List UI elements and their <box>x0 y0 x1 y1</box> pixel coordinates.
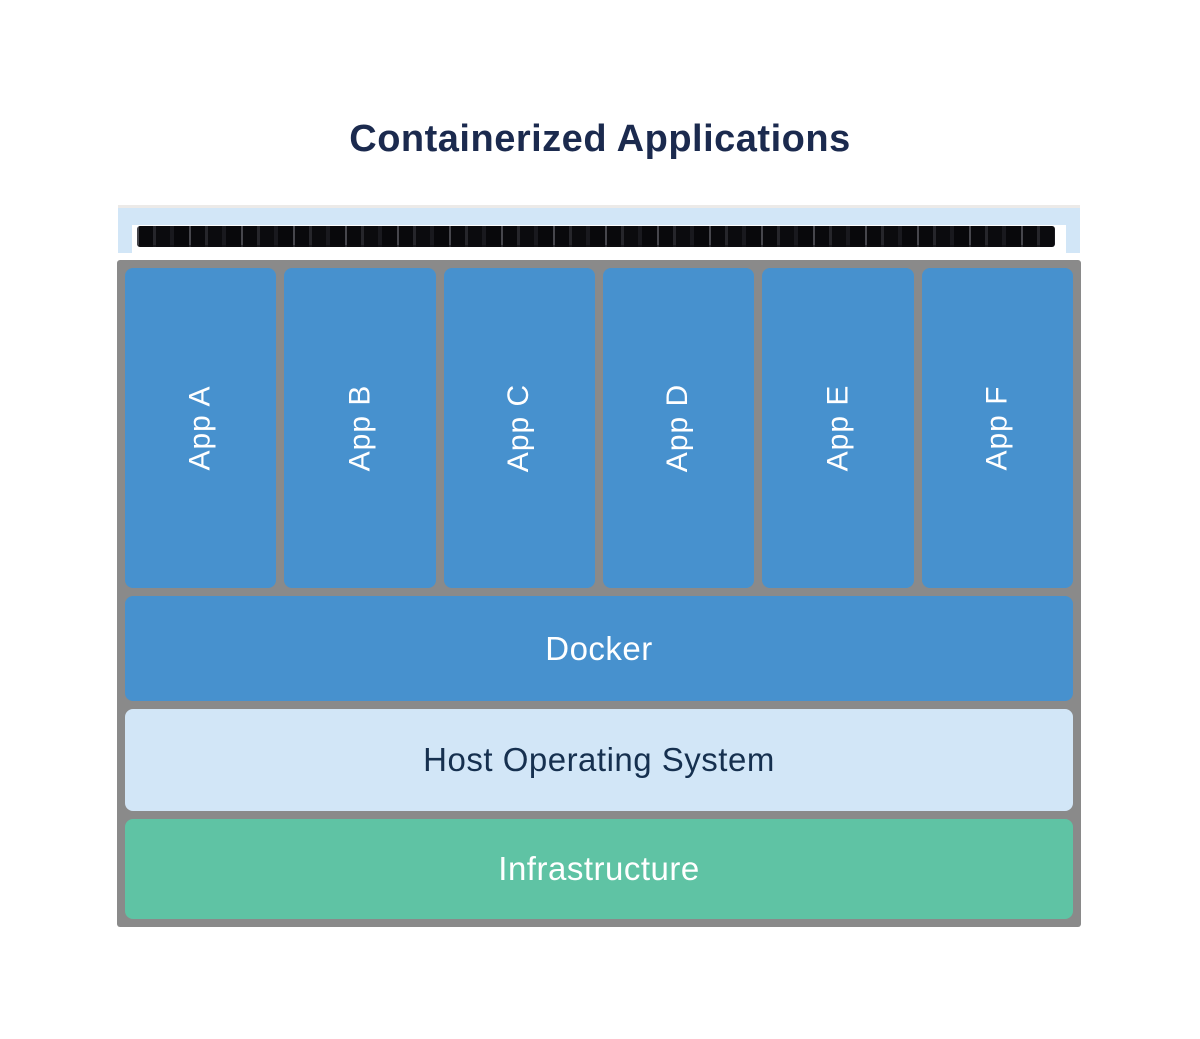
app-label-e: App E <box>820 384 854 472</box>
infrastructure-layer: Infrastructure <box>125 819 1073 919</box>
app-box-b: App B <box>284 268 436 588</box>
app-box-e: App E <box>762 268 914 588</box>
app-label-a: App A <box>183 385 217 471</box>
app-box-c: App C <box>443 268 595 588</box>
app-box-d: App D <box>602 268 755 588</box>
app-label-b: App B <box>342 384 376 472</box>
garbled-text-strip <box>137 226 1055 247</box>
architecture-stack: App A App B App C App D App E App F Dock… <box>117 260 1081 927</box>
app-label-d: App D <box>661 383 695 473</box>
app-box-a: App A <box>125 268 277 588</box>
containerized-apps-bracket <box>118 208 1080 253</box>
docker-layer: Docker <box>125 596 1073 701</box>
app-label-f: App F <box>980 385 1014 471</box>
page-title: Containerized Applications <box>349 118 851 160</box>
app-label-c: App C <box>502 383 536 473</box>
apps-row: App A App B App C App D App E App F <box>125 268 1073 588</box>
app-box-f: App F <box>921 268 1073 588</box>
host-os-layer: Host Operating System <box>125 709 1073 811</box>
